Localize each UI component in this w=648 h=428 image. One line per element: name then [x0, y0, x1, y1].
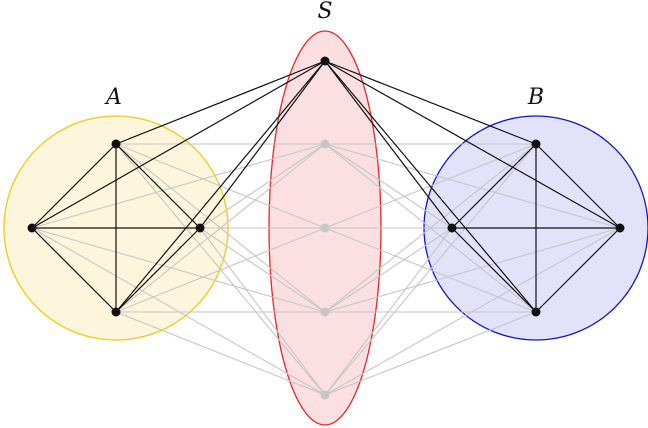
set-s-label: S — [317, 0, 332, 24]
edge-a_right-s_1 — [199, 143, 326, 229]
edge-a_left-s_top — [31, 60, 326, 229]
edge-s_1-b_left — [324, 143, 453, 229]
edge-b_right-b_bottom — [535, 227, 621, 313]
edge-s_top-b_right — [324, 60, 621, 229]
edge-s_top-b_top — [324, 60, 537, 145]
edge-b_top-b_right — [535, 143, 621, 229]
node-a_bottom — [111, 307, 121, 317]
edge-a_top-s_top — [115, 60, 326, 145]
edge-a_right-a_bottom — [115, 227, 201, 313]
node-a_right — [195, 223, 205, 233]
set-b-label: B — [527, 85, 544, 110]
edge-s_bottom-b_bottom — [324, 311, 537, 396]
edge-s_bottom-b_right — [324, 227, 621, 396]
edge-s_bottom-b_left — [324, 227, 453, 396]
edge-s_3-b_top — [324, 143, 537, 313]
node-s_2 — [320, 223, 330, 233]
edge-a_left-a_bottom — [31, 227, 117, 313]
node-b_top — [531, 139, 541, 149]
edge-a_right-s_top — [199, 60, 326, 229]
graph-nodes — [27, 56, 625, 400]
dark-edges — [31, 60, 621, 313]
node-s_bottom — [320, 390, 330, 400]
edge-a_bottom-s_top — [115, 60, 326, 313]
set-a-label: A — [104, 85, 122, 110]
edge-a_left-s_3 — [31, 227, 326, 313]
edge-s_bottom-b_top — [324, 143, 537, 396]
node-b_right — [615, 223, 625, 233]
edge-a_top-a_left — [31, 143, 117, 229]
edge-b_left-b_bottom — [451, 227, 537, 313]
node-a_left — [27, 223, 37, 233]
edge-a_bottom-s_bottom — [115, 311, 326, 396]
edge-s_top-b_left — [324, 60, 453, 229]
node-a_top — [111, 139, 121, 149]
node-b_bottom — [531, 307, 541, 317]
edge-a_left-s_1 — [31, 143, 326, 229]
edge-s_3-b_right — [324, 227, 621, 313]
edge-b_top-b_left — [451, 143, 537, 229]
node-b_left — [447, 223, 457, 233]
edge-s_top-b_bottom — [324, 60, 537, 313]
edge-a_bottom-s_2 — [115, 227, 326, 313]
node-s_1 — [320, 139, 330, 149]
edge-a_bottom-s_1 — [115, 143, 326, 313]
node-s_3 — [320, 307, 330, 317]
edge-a_top-a_right — [115, 143, 201, 229]
edge-s_3-b_left — [324, 227, 453, 313]
edge-s_1-b_right — [324, 143, 621, 229]
edge-a_right-s_3 — [199, 227, 326, 313]
node-s_top — [320, 56, 330, 66]
